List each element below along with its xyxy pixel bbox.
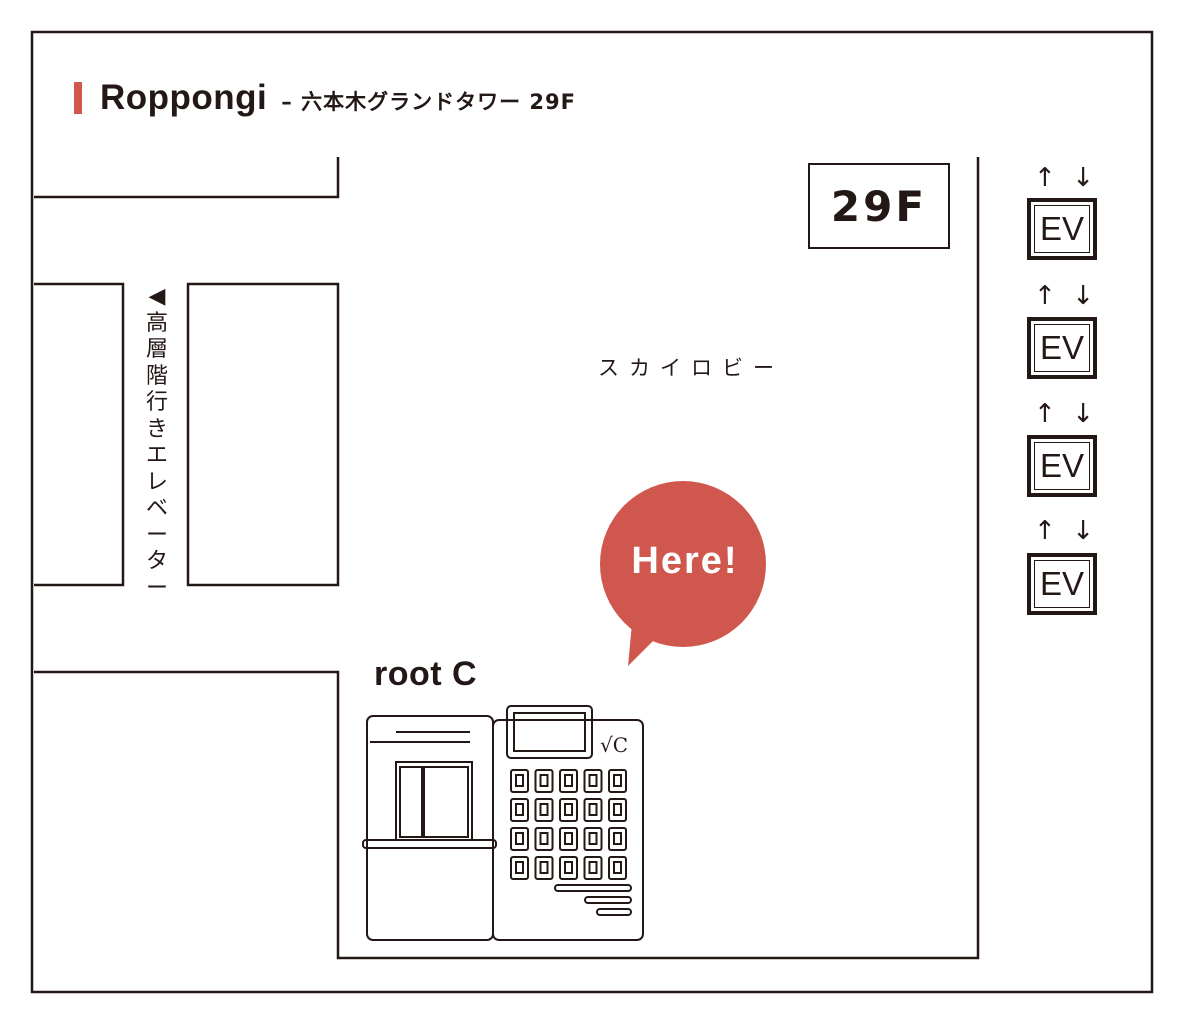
locker-door: [583, 856, 603, 880]
floor-sign: 29F: [808, 163, 950, 249]
left-block: [34, 282, 125, 587]
locker-handle: [613, 832, 622, 845]
here-marker-label: Here!: [631, 540, 739, 582]
locker-door: [559, 856, 578, 880]
locker-handle: [588, 832, 598, 845]
locker-handle: [588, 861, 598, 874]
sign-char: ー: [145, 522, 168, 548]
elevator-3: EV: [1027, 435, 1097, 497]
elevator-label: EV: [1034, 324, 1090, 372]
shop-name: root C: [374, 655, 478, 693]
locker-handle: [588, 774, 598, 787]
location-name: Roppongi: [100, 78, 268, 117]
locker-handle: [515, 832, 524, 845]
elevator-4-arrows: ↑ ↓: [1034, 516, 1094, 546]
center-block: [186, 282, 340, 587]
locker-handle: [515, 803, 524, 816]
elevator-3-arrows: ↑ ↓: [1034, 399, 1094, 429]
title-accent-bar: [74, 82, 82, 114]
elevator-label: EV: [1034, 442, 1090, 490]
high-floor-elevator-sign: ◀ 高 層 階 行 き エ レ ベ ー タ ー: [142, 284, 172, 602]
locker-handle: [564, 774, 573, 787]
locker-handle: [539, 861, 549, 874]
locker-door: [559, 827, 578, 851]
locker-door: [583, 798, 603, 822]
locker-handle: [564, 861, 573, 874]
locker-door: [534, 856, 554, 880]
elevator-4: EV: [1027, 553, 1097, 615]
down-arrow-icon: ↓: [1072, 516, 1094, 546]
up-arrow-icon: ↑: [1034, 516, 1056, 546]
locker-door: [559, 769, 578, 793]
locker-handle: [539, 832, 549, 845]
up-arrow-icon: ↑: [1034, 281, 1056, 311]
down-arrow-icon: ↓: [1072, 281, 1094, 311]
locker-door: [608, 856, 627, 880]
locker-door: [510, 769, 529, 793]
locker-handle: [613, 803, 622, 816]
elevator-1-arrows: ↑ ↓: [1034, 163, 1094, 193]
locker-handle: [564, 832, 573, 845]
sky-lobby-label: スカイロビー: [598, 356, 784, 380]
locker-handle: [515, 774, 524, 787]
kiosk-logo: √C: [600, 733, 628, 757]
locker-handle: [515, 861, 524, 874]
elevator-1: EV: [1027, 198, 1097, 260]
locker-handle: [613, 774, 622, 787]
sign-char: 層: [145, 337, 168, 362]
sign-char: レ: [145, 469, 168, 495]
lobby-wall: [34, 157, 980, 960]
locker-door: [608, 798, 627, 822]
elevator-label: EV: [1034, 560, 1090, 608]
locker-handle: [588, 803, 598, 816]
here-marker: [600, 481, 766, 666]
down-arrow-icon: ↓: [1072, 399, 1094, 429]
elevator-2: EV: [1027, 317, 1097, 379]
up-arrow-icon: ↑: [1034, 399, 1056, 429]
elevator-label: EV: [1034, 205, 1090, 253]
left-arrow-icon: ◀: [148, 284, 166, 309]
locker-door: [583, 827, 603, 851]
sign-char: 高: [145, 310, 168, 336]
locker-door: [534, 798, 554, 822]
page-title: Roppongi – 六本木グランドタワー 29F: [100, 78, 576, 122]
locker-door: [510, 856, 529, 880]
sign-char: タ: [145, 549, 168, 574]
up-arrow-icon: ↑: [1034, 163, 1056, 193]
locker-handle: [539, 774, 549, 787]
building-floor: – 六本木グランドタワー 29F: [281, 90, 576, 114]
sign-char: 行: [145, 390, 168, 415]
locker-handle: [539, 803, 549, 816]
locker-handle: [613, 861, 622, 874]
locker-door: [559, 798, 578, 822]
sign-char: ー: [145, 575, 168, 601]
locker-door: [510, 827, 529, 851]
locker-door: [608, 827, 627, 851]
upper-left-wall: [34, 157, 340, 199]
locker-door: [534, 769, 554, 793]
locker-door: [534, 827, 554, 851]
kiosk-lockers: [510, 769, 627, 880]
locker-door: [583, 769, 603, 793]
locker-door: [510, 798, 529, 822]
sign-char: 階: [145, 363, 168, 389]
elevator-2-arrows: ↑ ↓: [1034, 281, 1094, 311]
locker-handle: [564, 803, 573, 816]
kiosk-illustration: [362, 705, 644, 941]
sign-char: き: [145, 416, 168, 442]
sign-char: ベ: [145, 496, 168, 521]
outer-border: [30, 30, 1154, 994]
sign-char: エ: [145, 443, 168, 468]
locker-door: [608, 769, 627, 793]
down-arrow-icon: ↓: [1072, 163, 1094, 193]
